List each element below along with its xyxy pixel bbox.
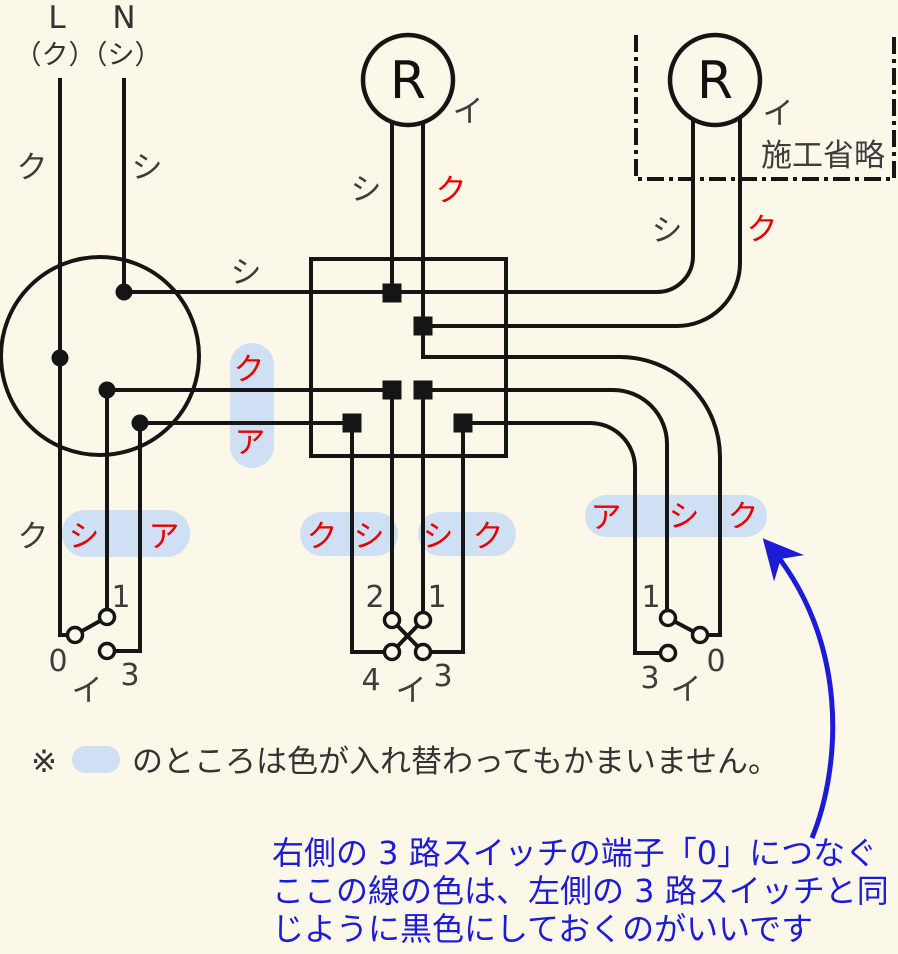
switch-left-pill-label-1: シ (69, 519, 100, 555)
switch-middle-terminal-4 (382, 642, 402, 662)
callout-arrow (762, 538, 836, 839)
switch-left-terminal-0-label: 0 (48, 644, 67, 679)
feed-hot-label: ク (17, 150, 48, 186)
switch-middle-pill-b-label-1: シ (423, 519, 454, 555)
lamp-left-symbol (360, 32, 456, 128)
wire-4way-terminal-4 (350, 423, 385, 654)
switch-right-circuit-label: イ (671, 672, 702, 708)
lamp-right-letter: R (697, 51, 733, 111)
lamp-right-symbol (667, 32, 763, 128)
switch-right-terminal-0-label: 0 (706, 644, 725, 679)
switch-left-terminal-1-label: 1 (111, 580, 130, 615)
connector-square-traveler-c (342, 413, 362, 433)
switch-left-terminal-3 (97, 641, 117, 661)
connector-square-traveler-d (453, 413, 473, 433)
wire-switch-left-terminal-3 (114, 423, 142, 653)
highlight-pill-junction (230, 343, 274, 468)
callout-line-2: ここの線の色は、左側の 3 路スイッチと同 (272, 872, 889, 910)
note-text: のところは色が入れ替わってもかまいません。 (132, 744, 779, 780)
source-n-color-label: （シ） (81, 40, 162, 71)
joint-box-rect (309, 257, 508, 458)
wire-switch-right-terminal-1 (423, 388, 669, 611)
feed-neutral-label: シ (132, 150, 163, 186)
wire-switch-right-terminal-3 (463, 421, 661, 655)
switch-left-terminal-1 (97, 607, 117, 627)
switch-right-pill-label-3: ク (728, 499, 759, 535)
switch-right-terminal-1-label: 1 (641, 580, 660, 615)
switch-left-terminal-0 (65, 625, 85, 645)
switch-middle-pill-a-label-2: シ (354, 519, 385, 555)
switch-middle-terminal-4-label: 4 (361, 663, 380, 698)
switch-middle-pill-b-label-2: ク (473, 519, 504, 555)
junction-pill-top-label: ク (234, 352, 265, 388)
connector-square-neutral (382, 283, 402, 303)
connector-square-traveler-a (382, 380, 402, 400)
switch-left-circuit-label: イ (72, 673, 103, 709)
switch-right-terminal-1 (658, 608, 678, 628)
switch-right-terminal-3 (658, 643, 678, 663)
note-marker: ※ (31, 744, 57, 780)
switch-middle-terminal-3-label: 3 (433, 659, 452, 694)
wire-switched-to-lamp-right (423, 118, 742, 328)
highlight-pill-4way-left (300, 512, 398, 556)
junction-pill-bottom-label: ア (235, 425, 266, 461)
lamp-right-switched-label: ク (747, 212, 778, 248)
construction-omitted-box (634, 35, 896, 181)
switch-middle-terminal-1 (413, 610, 433, 630)
wire-4way-terminal-3 (430, 423, 465, 654)
switch-middle-terminal-3 (413, 642, 433, 662)
wire-neutral-to-lamp-right (124, 119, 695, 294)
lamp-left-neutral-label: シ (351, 172, 382, 208)
switch-middle-terminal-2-label: 2 (365, 580, 384, 615)
lamp-left-circuit-label: イ (453, 94, 484, 130)
outlet-box-circle (0, 255, 201, 457)
switch-middle-circuit-label: イ (396, 673, 427, 709)
callout-line-3: じように黒色にしておくのがいいです (272, 910, 813, 948)
switch-right-terminal-3-label: 3 (640, 661, 659, 696)
connector-square-traveler-b (413, 380, 433, 400)
lamp-right-neutral-label: シ (652, 213, 683, 249)
switch-right-pill-label-1: ア (591, 500, 622, 536)
highlight-pill-4way-right (418, 512, 516, 556)
source-l-label: L (48, 0, 66, 36)
construction-omitted-label: 施工省略 (761, 138, 885, 174)
wire-lamp-left-switched-to-switch-right-0 (421, 122, 722, 637)
lamp-left-switched-label: ク (436, 173, 467, 209)
connector-square-switched (413, 316, 433, 336)
lamp-left-letter: R (390, 51, 426, 111)
switch-right-pill-label-2: シ (669, 499, 700, 535)
switch-middle-terminal-1-label: 1 (427, 580, 446, 615)
source-l-color-label: （ク） (15, 40, 96, 71)
connection-dot-traveler-a (98, 381, 116, 399)
switch-left-feed-label: ク (18, 519, 49, 555)
junction-neutral-label: シ (231, 255, 262, 291)
switch-middle-terminal-2 (382, 610, 402, 630)
connection-dot-neutral (115, 283, 133, 301)
connection-dot-hot (51, 349, 69, 367)
highlight-pill-note (72, 746, 120, 773)
switch-right-terminal-0 (690, 625, 710, 645)
lamp-right-circuit-label: イ (763, 96, 794, 132)
switch-middle-pill-a-label-1: ク (307, 519, 338, 555)
switch-left-pill-label-2: ア (149, 519, 180, 555)
source-n-label: N (112, 0, 135, 36)
callout-line-1: 右側の 3 路スイッチの端子「0」につなぐ (272, 834, 877, 872)
highlight-pill-switch-left (62, 510, 190, 557)
connection-dot-traveler-b (131, 414, 149, 432)
switch-left-terminal-3-label: 3 (120, 658, 139, 693)
